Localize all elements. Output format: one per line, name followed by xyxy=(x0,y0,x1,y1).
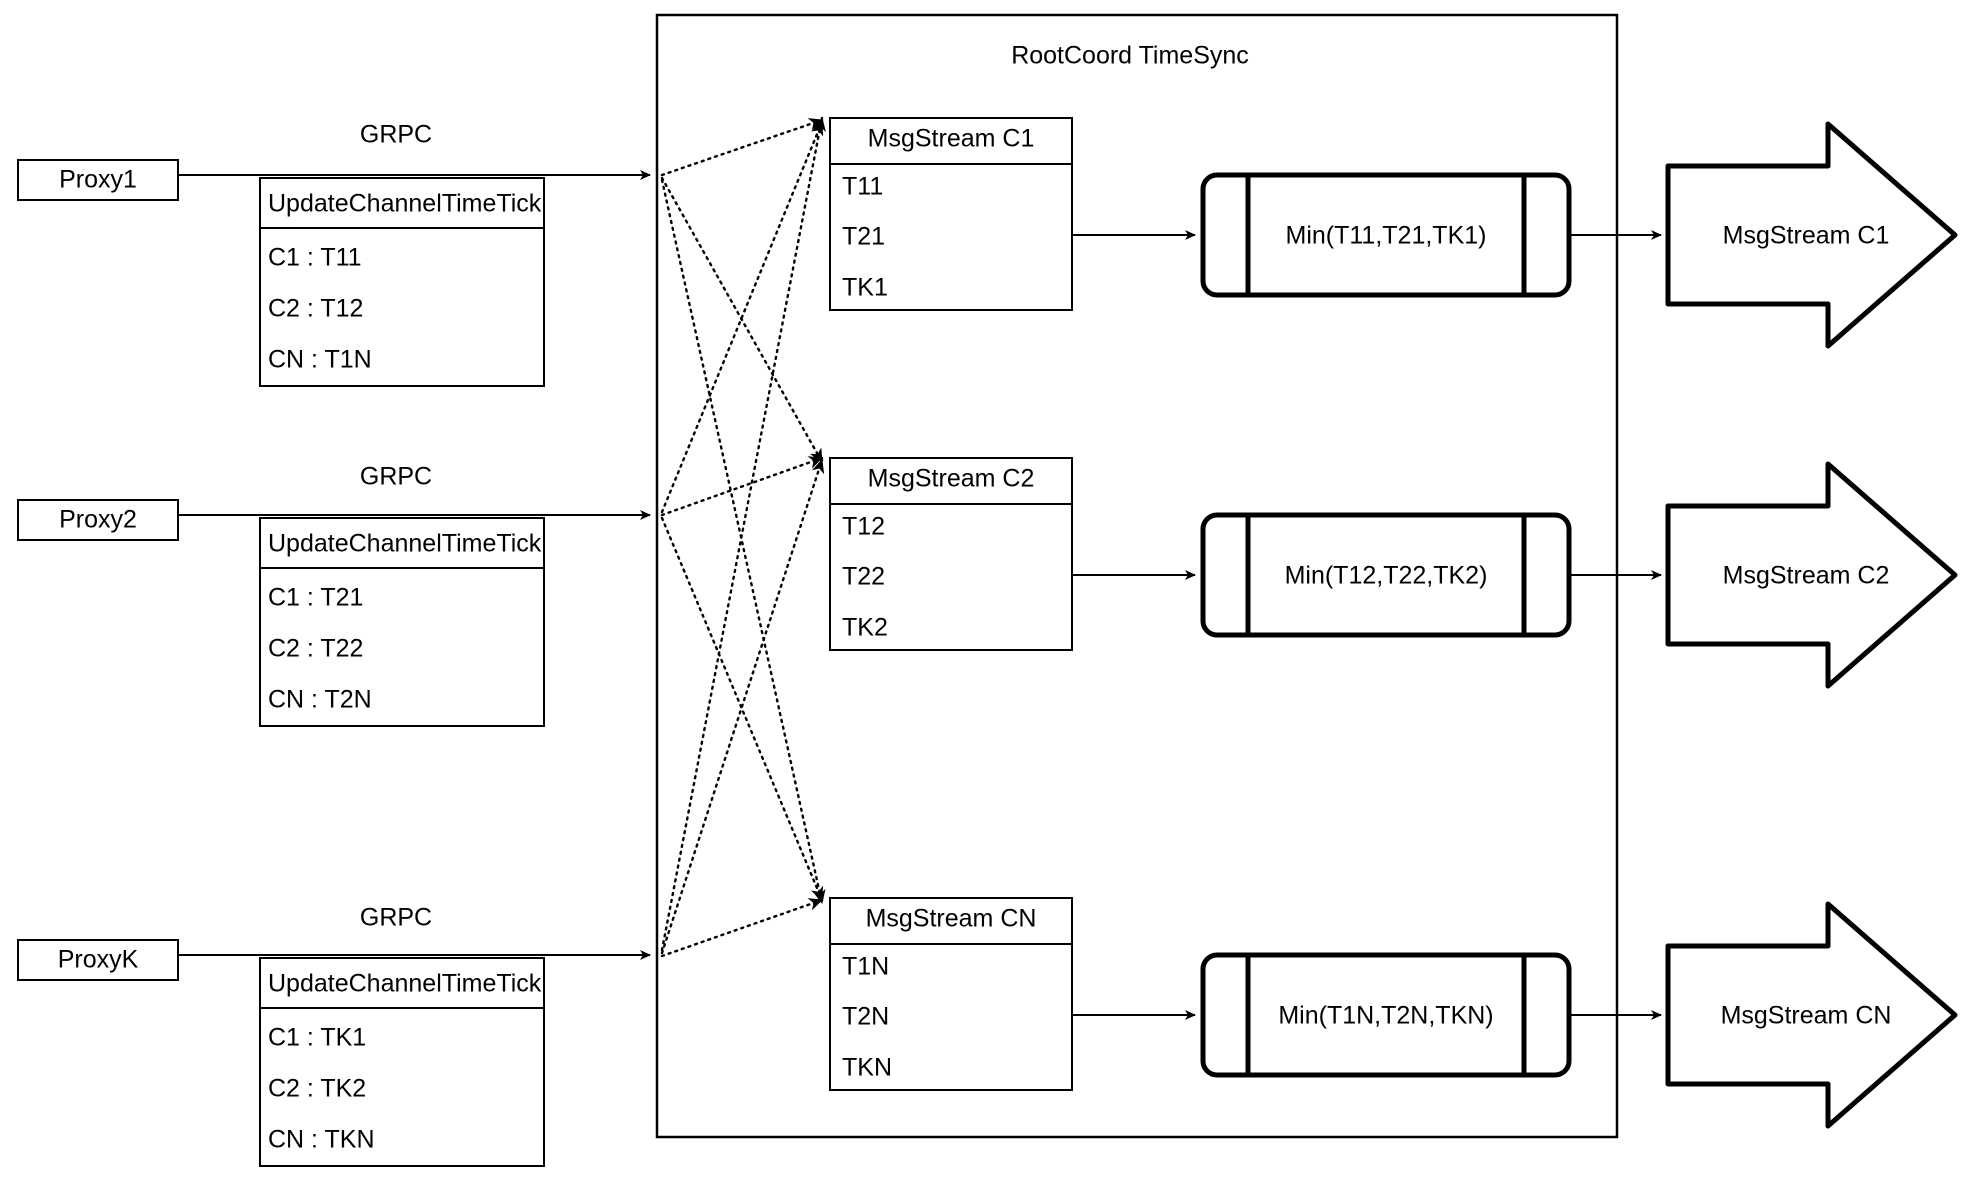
update-channel-timetick-row-3-2: CN : TKN xyxy=(268,1126,375,1154)
msgstream-box-3 xyxy=(829,897,1073,1091)
update-channel-timetick-header-2: UpdateChannelTimeTick xyxy=(268,530,542,558)
output-arrow-shape-3 xyxy=(1665,901,1958,1129)
update-channel-timetick-row-2-1: C2 : T22 xyxy=(268,635,363,663)
fanout-edge-3-to-cn xyxy=(660,898,824,958)
msgstream-title-2: MsgStream C2 xyxy=(868,465,1035,493)
channel-row-n: MsgStream CN T1N T2N TKN Min(T1N,T2N,TKN… xyxy=(829,897,1958,1129)
rootcoord-container-title: RootCoord TimeSync xyxy=(1011,42,1249,70)
proxy-label-2: Proxy2 xyxy=(59,506,137,534)
msgstream-row-2-1: T22 xyxy=(842,563,885,591)
timetick-fanout-edges xyxy=(660,116,826,958)
msgstream-row-2-2: TK2 xyxy=(842,614,888,642)
output-arrow-label-1: MsgStream C1 xyxy=(1723,222,1890,250)
msgstream-row-1-1: T21 xyxy=(842,223,885,251)
fanout-edge-1-to-cn xyxy=(660,178,826,905)
proxy-box-2[interactable] xyxy=(17,499,179,541)
update-channel-timetick-header-3: UpdateChannelTimeTick xyxy=(268,970,542,998)
proxy-row-k: GRPC ProxyK UpdateChannelTimeTick C1 : T… xyxy=(17,904,651,1167)
update-channel-timetick-header-1: UpdateChannelTimeTick xyxy=(268,190,542,218)
msgstream-box-1 xyxy=(829,117,1073,311)
update-channel-timetick-box-2 xyxy=(259,517,545,727)
update-channel-timetick-row-1-2: CN : T1N xyxy=(268,346,372,374)
update-channel-timetick-box-1 xyxy=(259,177,545,387)
channel-row-1: MsgStream C1 T11 T21 TK1 Min(T11,T21,TK1… xyxy=(829,117,1958,349)
output-arrow-label-3: MsgStream CN xyxy=(1721,1002,1892,1030)
output-arrow-label-2: MsgStream C2 xyxy=(1723,562,1890,590)
fanout-edge-3-to-c1 xyxy=(660,116,826,952)
msgstream-row-1-0: T11 xyxy=(842,173,883,201)
update-channel-timetick-box-3 xyxy=(259,957,545,1167)
msgstream-title-1: MsgStream C1 xyxy=(868,125,1035,153)
msgstream-row-1-2: TK1 xyxy=(842,274,888,302)
update-channel-timetick-row-1-0: C1 : T11 xyxy=(268,244,362,272)
output-arrow-shape-1 xyxy=(1665,121,1958,349)
min-label-1: Min(T11,T21,TK1) xyxy=(1286,222,1487,250)
update-channel-timetick-row-1-1: C2 : T12 xyxy=(268,295,363,323)
grpc-label-1: GRPC xyxy=(360,121,432,149)
update-channel-timetick-row-2-0: C1 : T21 xyxy=(268,584,363,612)
fanout-edge-2-to-c1 xyxy=(660,120,824,514)
output-arrow-shape-2 xyxy=(1665,461,1958,689)
msgstream-title-3: MsgStream CN xyxy=(866,905,1037,933)
fanout-edge-2-to-cn xyxy=(660,516,824,902)
grpc-label-3: GRPC xyxy=(360,904,432,932)
fanout-edge-1-to-c2 xyxy=(660,176,824,464)
min-label-3: Min(T1N,T2N,TKN) xyxy=(1278,1002,1493,1030)
grpc-label-2: GRPC xyxy=(360,463,432,491)
proxy-box-1[interactable] xyxy=(17,159,179,201)
update-channel-timetick-row-2-2: CN : T2N xyxy=(268,686,372,714)
fanout-edge-3-to-c2 xyxy=(660,458,825,955)
min-label-2: Min(T12,T22,TK2) xyxy=(1285,562,1488,590)
fanout-edge-2-to-c2 xyxy=(660,456,824,517)
channel-row-2: MsgStream C2 T12 T22 TK2 Min(T12,T22,TK2… xyxy=(829,457,1958,689)
fanout-edge-1-to-c1 xyxy=(660,118,824,177)
proxy-label-3: ProxyK xyxy=(58,946,139,974)
update-channel-timetick-row-3-1: C2 : TK2 xyxy=(268,1075,366,1103)
msgstream-row-3-0: T1N xyxy=(842,953,889,981)
proxy-row-2: GRPC Proxy2 UpdateChannelTimeTick C1 : T… xyxy=(17,463,651,727)
msgstream-box-2 xyxy=(829,457,1073,651)
proxy-box-3[interactable] xyxy=(17,939,179,981)
proxy-label-1: Proxy1 xyxy=(59,166,137,194)
msgstream-row-3-1: T2N xyxy=(842,1003,889,1031)
msgstream-row-2-0: T12 xyxy=(842,513,885,541)
msgstream-row-3-2: TKN xyxy=(842,1054,892,1082)
proxy-row-1: GRPC Proxy1 UpdateChannelTimeTick C1 : T… xyxy=(17,121,651,387)
update-channel-timetick-row-3-0: C1 : TK1 xyxy=(268,1024,366,1052)
